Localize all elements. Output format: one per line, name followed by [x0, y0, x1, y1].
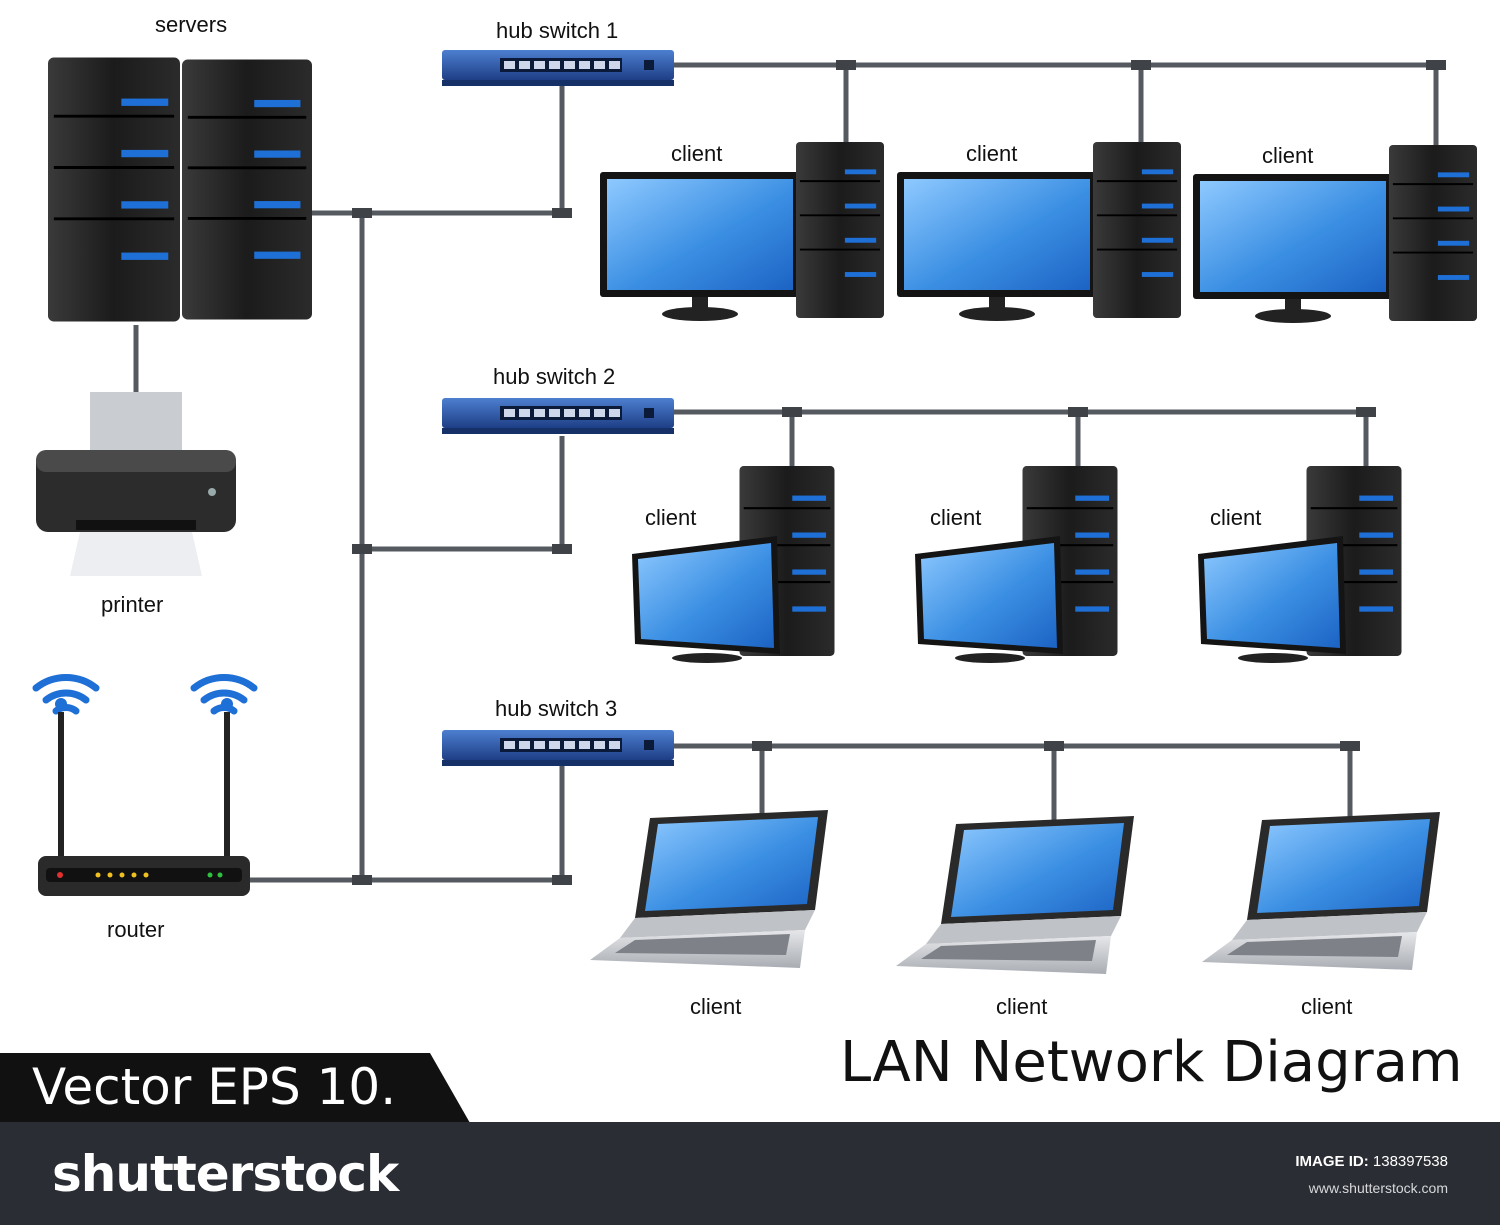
client-label: client: [645, 505, 697, 530]
hub-switch-3-label: hub switch 3: [495, 696, 618, 721]
desktop-monitor-icon: [897, 172, 1097, 322]
desktop-monitor-icon: [632, 536, 782, 666]
router-icon: [32, 673, 258, 896]
pc-tower-icon: [1093, 140, 1181, 320]
hub-switch-icon: [442, 398, 674, 434]
desktop-monitor-icon: [1193, 174, 1393, 324]
client-label: client: [1210, 505, 1262, 530]
vector-badge-text: Vector EPS 10.: [32, 1058, 397, 1116]
site-url: www.shutterstock.com: [1308, 1180, 1448, 1196]
servers-label: servers: [155, 12, 228, 37]
hub-switch-1-label: hub switch 1: [496, 18, 619, 43]
hub-switch-icon: [442, 50, 674, 86]
client-label: client: [671, 141, 723, 166]
footer-bar: [0, 1122, 1500, 1225]
laptop-icon: [896, 816, 1136, 986]
pc-tower-icon: [1389, 143, 1477, 323]
image-id-label: IMAGE ID:: [1295, 1153, 1369, 1170]
server-icon: [48, 55, 312, 324]
laptop-icon: [1202, 812, 1442, 982]
printer-label: printer: [101, 592, 164, 617]
diagram-title: LAN Network Diagram: [840, 1030, 1463, 1095]
printer-icon: [36, 392, 236, 576]
client-label: client: [690, 994, 742, 1019]
desktop-monitor-icon: [915, 536, 1065, 666]
client-label: client: [1262, 143, 1314, 168]
router-label: router: [107, 917, 165, 942]
pc-tower-icon: [796, 140, 884, 320]
laptop-icon: [590, 810, 830, 980]
client-label: client: [1301, 994, 1353, 1019]
image-id-value: 138397538: [1372, 1153, 1448, 1170]
client-label: client: [930, 505, 982, 530]
image-id: IMAGE ID: 138397538: [1295, 1153, 1448, 1170]
hub-switch-2-label: hub switch 2: [493, 364, 616, 389]
client-label: client: [966, 141, 1018, 166]
hub-switch-icon: [442, 730, 674, 766]
brand-logo: shutterstock: [52, 1145, 399, 1203]
vector-badge-shape: [0, 1053, 470, 1123]
desktop-monitor-icon: [1198, 536, 1348, 666]
client-label: client: [996, 994, 1048, 1019]
desktop-monitor-icon: [600, 172, 800, 322]
